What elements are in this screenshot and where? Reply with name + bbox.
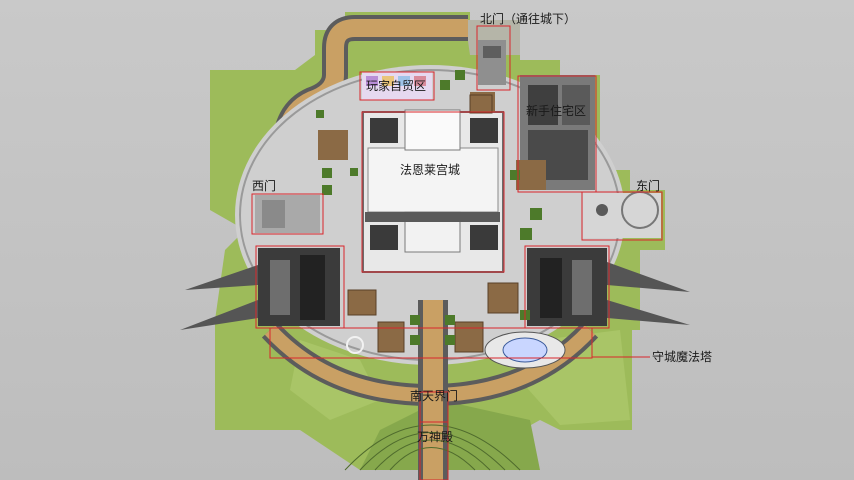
north-gate-box — [476, 25, 511, 91]
east-gate-structure — [583, 191, 661, 238]
magic-tower-box — [269, 327, 593, 359]
label-newbie-housing: 新手住宅区 — [526, 104, 587, 118]
newbie-housing-buildings — [516, 75, 595, 190]
east-gate-box — [581, 191, 663, 241]
label-east-gate: 东门 — [636, 179, 661, 193]
palace-building — [362, 109, 504, 273]
label-magic-tower: 守城魔法塔 — [652, 350, 713, 364]
plaza-houses — [347, 94, 519, 353]
west-gate-structure — [255, 195, 320, 233]
newbie-housing-box — [517, 75, 597, 193]
label-west-gate: 西门 — [252, 179, 277, 193]
road-south — [418, 300, 448, 480]
annotation-boxes — [251, 25, 663, 480]
label-south-gate: 南天界门 — [410, 389, 459, 403]
west-gate-box — [251, 193, 324, 235]
palace-box — [361, 111, 505, 273]
player-trade-box — [359, 71, 435, 101]
pantheon-arcs — [344, 424, 521, 471]
pantheon-box — [419, 421, 449, 480]
label-north-gate: 北门（通往城下） — [480, 12, 577, 26]
label-player-trade: 玩家自贸区 — [366, 79, 427, 93]
north-gate-structure — [478, 40, 506, 85]
west-cathedral — [180, 248, 340, 330]
label-palace: 法恩莱宫城 — [400, 163, 461, 177]
east-cathedral — [527, 248, 690, 326]
label-pantheon: 万神殿 — [417, 430, 454, 444]
magic-tower-structure — [346, 331, 566, 369]
